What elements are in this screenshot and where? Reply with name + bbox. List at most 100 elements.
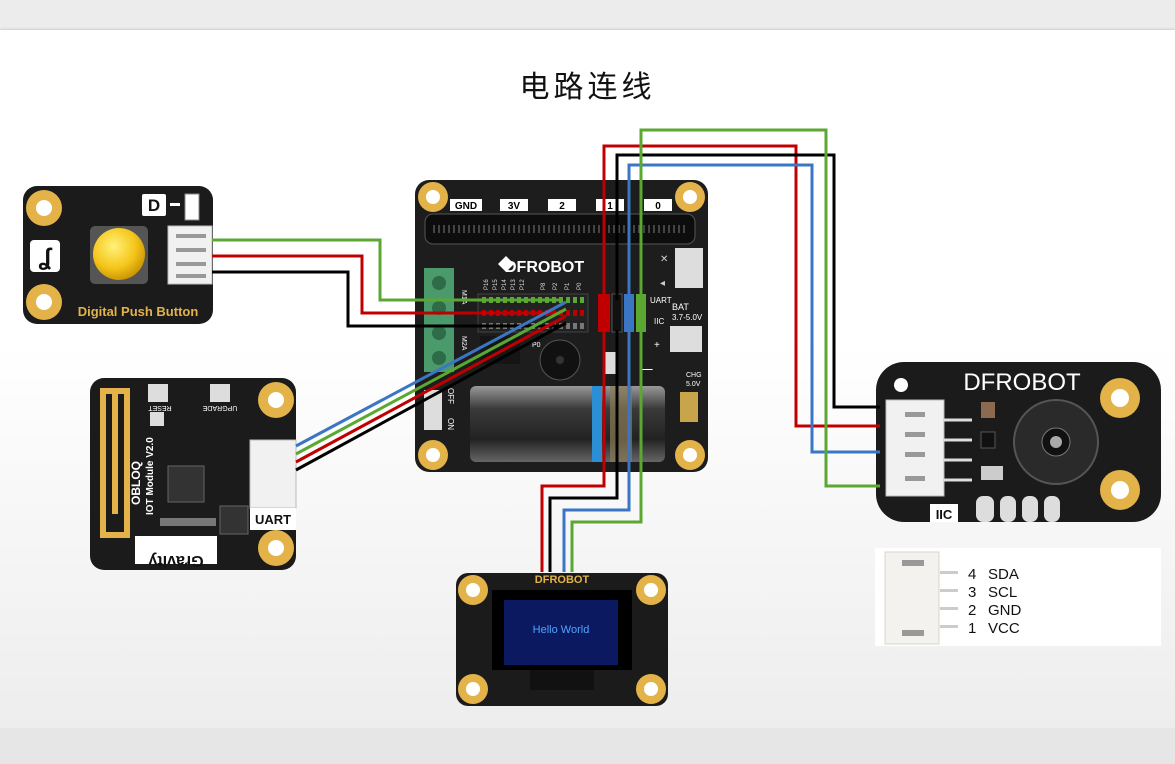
svg-text:P16: P16 — [484, 279, 490, 290]
wire-button-red — [212, 254, 560, 315]
iic-pin-4-name: SDA — [988, 566, 1019, 583]
uart-connector-icon — [249, 439, 297, 509]
battery-icon — [470, 386, 665, 462]
mount-hole — [458, 674, 488, 704]
push-button-cap-icon — [93, 228, 145, 280]
oled-brand-label: DFROBOT — [535, 574, 590, 586]
iic-pin-3-num: 3 — [968, 584, 976, 601]
mount-hole — [675, 440, 705, 470]
uart-label: UART — [650, 296, 672, 305]
chg-voltage-label: 5.0V — [686, 381, 701, 388]
wire-buzzer-blue — [627, 163, 880, 454]
top-band — [0, 0, 1175, 30]
iic-pin-4-num: 4 — [968, 566, 976, 583]
wires — [212, 128, 880, 572]
wire-button-black — [212, 270, 560, 328]
svg-text:P0: P0 — [577, 282, 583, 290]
svg-text:ʆ: ʆ — [39, 244, 53, 271]
wire-buzzer-green — [639, 128, 880, 488]
oled-screen — [504, 600, 618, 665]
mount-hole — [258, 382, 294, 418]
wire-obloq-green — [295, 307, 567, 456]
bottom-band — [0, 728, 1175, 764]
buzzer-brand-label: DFROBOT — [963, 369, 1081, 396]
mount-hole — [418, 440, 448, 470]
svg-text:◂: ◂ — [660, 278, 665, 289]
obloq-model-label: IOT Module V2.0 — [145, 437, 156, 515]
svg-text:⊢: ⊢ — [640, 362, 654, 379]
upgrade-button-icon — [210, 384, 230, 402]
button-module-label: Digital Push Button — [78, 304, 199, 319]
pin-1-label: 1 — [607, 201, 613, 212]
mount-hole — [1100, 470, 1140, 510]
main-board-brand: DFROBOT — [505, 259, 584, 276]
dfrobot-logo-icon — [498, 256, 514, 272]
svg-text:P14: P14 — [502, 279, 508, 290]
bat-range-label: 3.7-5.0V — [672, 313, 703, 322]
iic-pin-2-num: 2 — [968, 602, 976, 619]
on-label: ON — [446, 418, 455, 430]
wire-oled-blue — [562, 330, 631, 572]
connector-side-icon — [884, 551, 940, 645]
iic-pin-1-name: VCC — [988, 620, 1020, 637]
iic-pin-red-icon — [598, 294, 610, 332]
svg-text:P15: P15 — [493, 279, 499, 290]
upgrade-label: UPGRADE — [202, 404, 237, 411]
chg-label: CHG — [686, 372, 702, 379]
m2a-label: M2A — [460, 336, 467, 351]
bat-label: BAT — [672, 302, 689, 312]
wire-oled-black — [548, 330, 619, 572]
obloq-module: RESET UPGRADE OBLOQ IOT Module V2.0 UART… — [90, 378, 297, 570]
svg-text:P8: P8 — [541, 282, 547, 290]
svg-text:P1: P1 — [565, 282, 571, 290]
buzzer-port-label: IIC — [936, 507, 953, 522]
svg-text:P2: P2 — [553, 282, 559, 290]
iic-pin-2-name: GND — [988, 602, 1022, 619]
mount-hole — [26, 284, 62, 320]
p0-label: P0 — [532, 342, 541, 349]
obloq-brand-label: OBLOQ — [129, 461, 143, 505]
off-label: OFF — [446, 388, 455, 404]
iic-pin-1-num: 1 — [968, 620, 976, 637]
gravity-label: Gravity — [148, 552, 203, 569]
pin-3v-label: 3V — [508, 201, 521, 212]
mount-hole — [1100, 378, 1140, 418]
power-switch-icon — [424, 390, 442, 430]
mount-hole — [26, 190, 62, 226]
mount-hole — [418, 182, 448, 212]
wire-buzzer-red — [602, 144, 880, 428]
oled-module: DFROBOT Hello World — [456, 573, 668, 706]
battery-connector-icon — [670, 326, 702, 352]
wire-oled-red — [540, 330, 606, 572]
pin-row-labels: P16 P15 P14 P13 P12 P8 P2 P1 P0 — [484, 279, 583, 290]
svg-text:P12: P12 — [520, 279, 526, 290]
pin-2-label: 2 — [559, 201, 565, 212]
buzzer-module: DFROBOT IIC — [876, 362, 1161, 522]
mount-hole — [258, 530, 294, 566]
gravity-logo-icon — [30, 240, 60, 272]
mount-hole — [636, 674, 666, 704]
chip-icon — [167, 465, 205, 503]
wire-obloq-red — [295, 314, 567, 464]
page-title: 电路连线 — [519, 70, 656, 105]
iic-pin-3-name: SCL — [988, 584, 1017, 601]
wire-button-green — [212, 238, 560, 302]
button-module: ʆ D Digital Push Button — [23, 186, 213, 324]
pin-0-label: 0 — [655, 201, 661, 212]
mount-hole — [636, 575, 666, 605]
button-tag-label: D — [148, 196, 160, 215]
m1a-label: M1A — [460, 290, 467, 305]
svg-text:✕: ✕ — [660, 254, 668, 265]
wire-obloq-black — [295, 321, 567, 472]
iic-label: IIC — [654, 317, 664, 326]
reset-button-icon — [148, 384, 168, 402]
obloq-port-label: UART — [255, 512, 291, 527]
charge-port-icon — [680, 392, 698, 422]
reset-label: RESET — [148, 404, 172, 411]
iic-pinout: 4 SDA 3 SCL 2 GND 1 VCC — [875, 548, 1161, 646]
wire-obloq-blue — [295, 300, 567, 448]
wire-oled-green — [570, 330, 643, 572]
slide-switch-icon — [675, 248, 703, 288]
svg-text:+: + — [654, 340, 660, 351]
